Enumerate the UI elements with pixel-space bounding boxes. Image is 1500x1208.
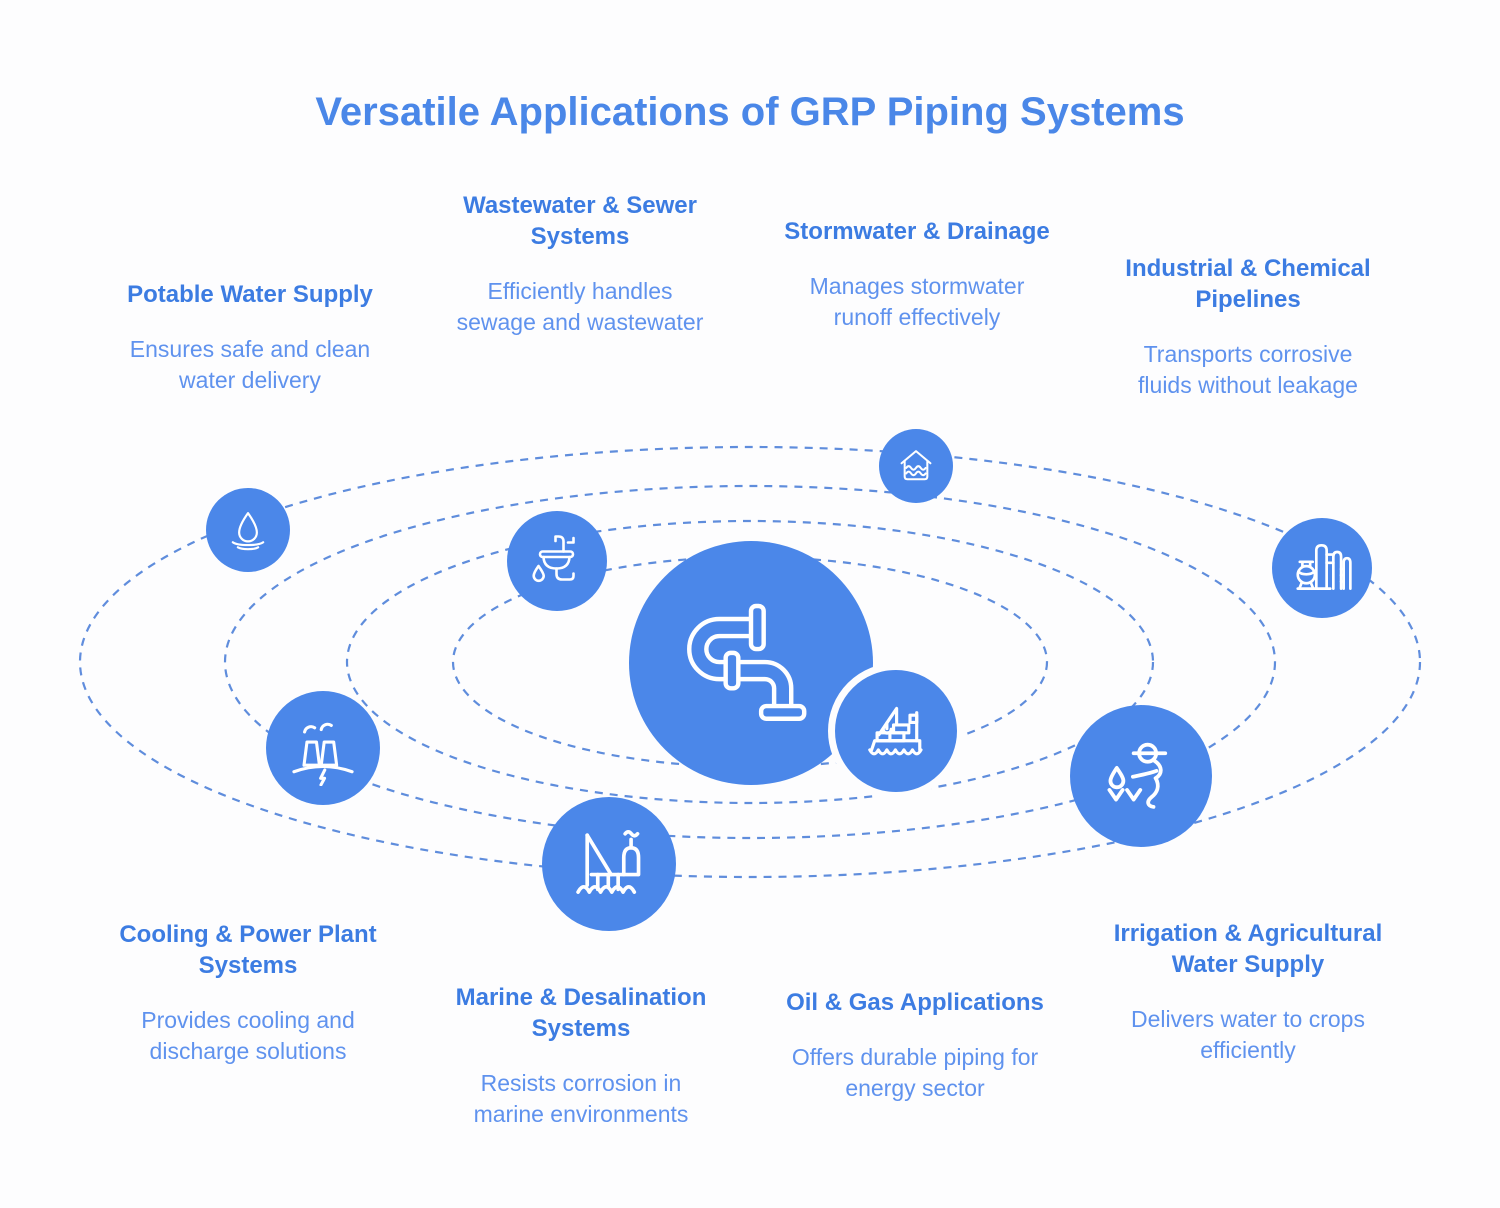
node-wastewater-sewer — [507, 511, 607, 611]
application-title: Irrigation & Agricultural Water Supply — [1113, 920, 1383, 978]
chemical-plant-icon — [1296, 543, 1352, 590]
irrigation-farmer-icon — [1107, 742, 1168, 809]
power-plant-icon — [292, 722, 354, 786]
oil-gas-vessel-icon — [868, 706, 923, 756]
node-oil-gas — [828, 663, 964, 799]
node-cooling-power-plant — [266, 691, 380, 805]
flooded-house-icon — [900, 450, 932, 481]
application-title: Oil & Gas Applications — [786, 989, 1044, 1016]
application-irrigation-agricultural: Irrigation & Agricultural Water Supply D… — [1078, 918, 1418, 1066]
page-title: Versatile Applications of GRP Piping Sys… — [315, 90, 1185, 134]
pipe-icon — [687, 603, 807, 721]
water-drop-icon — [231, 512, 265, 551]
application-title: Industrial & Chemical Pipelines — [1125, 255, 1371, 313]
application-oil-gas: Oil & Gas Applications Offers durable pi… — [750, 987, 1080, 1104]
application-description: Efficiently handles sewage and wastewate… — [456, 278, 704, 335]
node-stormwater-drainage — [879, 429, 953, 503]
application-title: Potable Water Supply — [127, 281, 373, 308]
application-title: Stormwater & Drainage — [784, 218, 1050, 245]
application-title: Cooling & Power Plant Systems — [119, 921, 377, 979]
application-description: Manages stormwater runoff effectively — [809, 273, 1025, 330]
orbit-ellipse-outer — [78, 445, 1422, 879]
orbit-ellipse-2 — [223, 484, 1277, 840]
application-stormwater-drainage: Stormwater & Drainage Manages stormwater… — [752, 216, 1082, 333]
node-industrial-chemical — [1272, 518, 1372, 618]
node-potable-water — [206, 488, 290, 572]
application-industrial-chemical: Industrial & Chemical Pipelines Transpor… — [1083, 253, 1413, 401]
application-description: Ensures safe and clean water delivery — [129, 336, 371, 393]
application-title: Wastewater & Sewer Systems — [463, 192, 697, 250]
sink-drain-icon — [532, 535, 575, 583]
application-description: Transports corrosive fluids without leak… — [1138, 341, 1358, 398]
application-marine-desalination: Marine & Desalination Systems Resists co… — [416, 982, 746, 1130]
offshore-platform-icon — [576, 829, 641, 894]
application-wastewater-sewer: Wastewater & Sewer Systems Efficiently h… — [415, 190, 745, 338]
application-description: Delivers water to crops efficiently — [1131, 1006, 1365, 1063]
application-description: Resists corrosion in marine environments — [473, 1070, 689, 1127]
central-hub-circle — [629, 541, 873, 785]
application-description: Provides cooling and discharge solutions — [141, 1007, 355, 1064]
orbit-ellipse-3 — [345, 519, 1155, 805]
application-title: Marine & Desalination Systems — [455, 984, 707, 1042]
application-cooling-power-plant: Cooling & Power Plant Systems Provides c… — [83, 919, 413, 1067]
application-potable-water: Potable Water Supply Ensures safe and cl… — [85, 279, 415, 396]
application-description: Offers durable piping for energy sector — [791, 1044, 1039, 1101]
node-marine-desalination — [542, 797, 676, 931]
node-irrigation-agricultural — [1070, 705, 1212, 847]
